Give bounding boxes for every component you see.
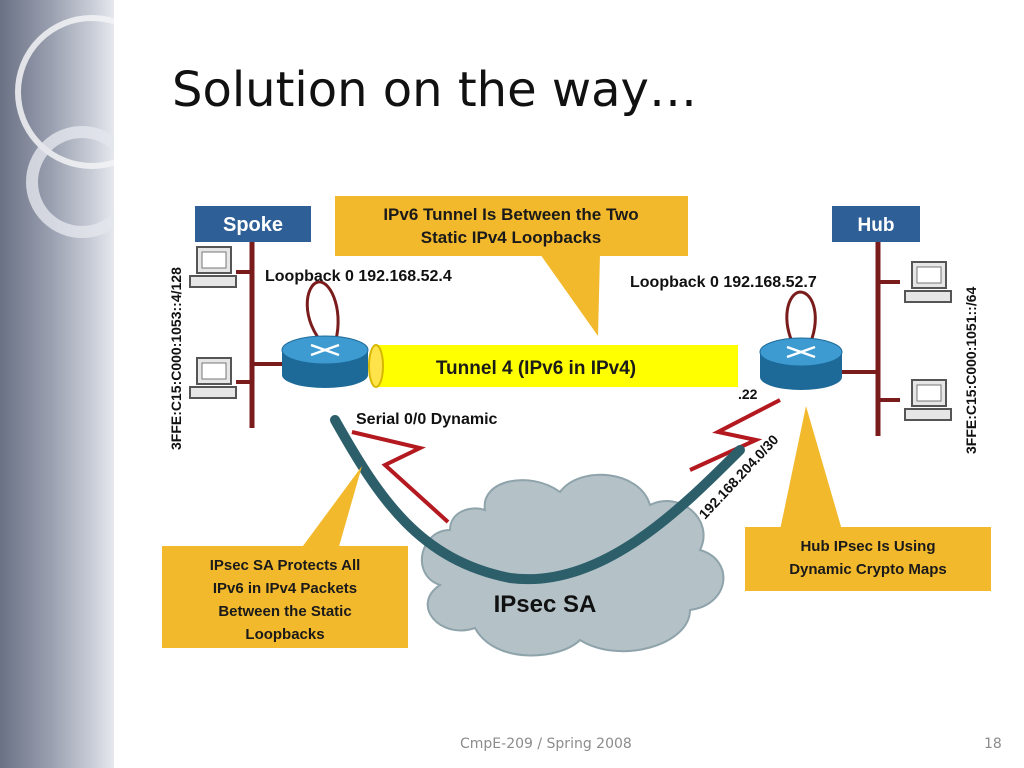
spoke-label-box: Spoke — [195, 206, 311, 242]
ipsec-callout-line-4: Loopbacks — [245, 626, 324, 643]
ipsec-sa-label: IPsec SA — [494, 591, 597, 618]
hub-ipv6-label: 3FFE:C15:C000:1051::/64 — [963, 286, 979, 454]
sidebar-decoration — [0, 0, 114, 768]
ipsec-sa-callout: IPsec SA Protects All IPv6 in IPv4 Packe… — [162, 466, 408, 648]
tunnel-callout: IPv6 Tunnel Is Between the Two Static IP… — [335, 196, 688, 336]
tunnel-label: Tunnel 4 (IPv6 in IPv4) — [436, 358, 636, 379]
sidebar-rings — [15, 15, 114, 238]
hub-ipsec-callout-line-1: Hub IPsec Is Using — [800, 538, 935, 555]
spoke-pc-icon-1 — [189, 246, 237, 288]
spoke-ipv6-label: 3FFE:C15:C000:1053::4/128 — [168, 267, 184, 450]
ipsec-callout-line-3: Between the Static — [218, 603, 351, 620]
page-title: Solution on the way… — [172, 62, 697, 118]
hub-pc-icon-2 — [904, 379, 952, 421]
hub-router-icon — [759, 337, 843, 390]
hub-serial-link — [689, 398, 781, 472]
ipsec-callout-line-1: IPsec SA Protects All — [210, 557, 361, 574]
hub-pc-icon-1 — [904, 261, 952, 303]
spoke-serial-link — [351, 430, 450, 524]
hub-host-label: .22 — [738, 386, 758, 402]
spoke-loopback-icon — [305, 280, 340, 348]
tunnel-callout-line2: Static IPv4 Loopbacks — [421, 228, 601, 247]
footer-text: CmpE-209 / Spring 2008 — [460, 736, 632, 752]
tunnel-pipe — [368, 344, 738, 388]
spoke-router-icon — [281, 335, 369, 388]
hub-ipsec-callout: Hub IPsec Is Using Dynamic Crypto Maps — [745, 406, 991, 591]
hub-label-box: Hub — [832, 206, 920, 242]
page-number: 18 — [984, 736, 1002, 752]
ipsec-callout-line-2: IPv6 in IPv4 Packets — [213, 580, 357, 597]
spoke-pc-icon-2 — [189, 357, 237, 399]
hub-loopback-icon — [785, 290, 817, 349]
cloud-shape — [421, 473, 725, 657]
spoke-serial-label: Serial 0/0 Dynamic — [356, 411, 498, 428]
spoke-loopback-label: Loopback 0 192.168.52.4 — [265, 268, 452, 285]
hub-ipsec-callout-line-2: Dynamic Crypto Maps — [789, 561, 947, 578]
tunnel-callout-line1: IPv6 Tunnel Is Between the Two — [383, 205, 638, 224]
hub-loopback-label: Loopback 0 192.168.52.7 — [630, 274, 817, 291]
spoke-label: Spoke — [223, 214, 283, 236]
hub-label: Hub — [858, 215, 895, 236]
ipsec-sa-curve — [330, 415, 745, 585]
